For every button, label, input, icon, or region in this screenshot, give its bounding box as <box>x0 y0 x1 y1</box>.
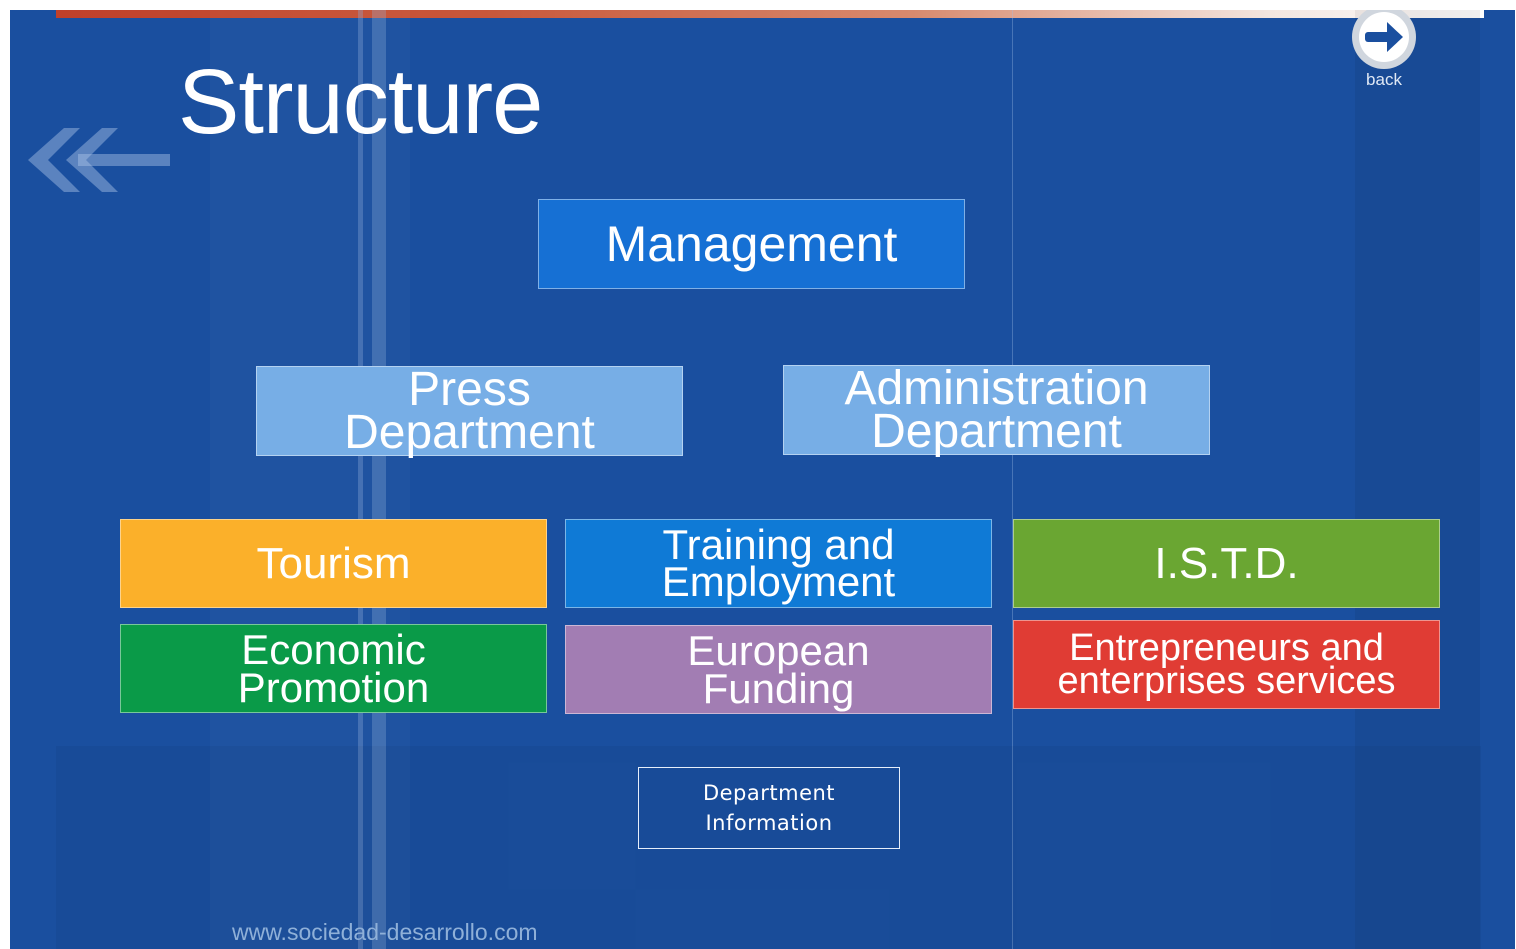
entrepreneurs-services-box[interactable]: Entrepreneurs and enterprises services <box>1013 620 1440 709</box>
economic-promotion-box[interactable]: Economic Promotion <box>120 624 547 713</box>
back-button[interactable]: back <box>1348 10 1448 98</box>
background-stripe <box>372 10 386 949</box>
slide: Structure back Management Press Departme… <box>10 10 1515 949</box>
background-stripe <box>1355 10 1480 949</box>
footer-url[interactable]: www.sociedad-desarrollo.com <box>232 919 538 945</box>
management-box[interactable]: Management <box>538 199 965 289</box>
background-stripe <box>358 10 363 949</box>
double-arrow-left-icon <box>28 128 170 192</box>
press-department-label: Press Department <box>344 362 595 459</box>
department-information-label: Department Information <box>702 780 836 835</box>
back-label: back <box>1366 70 1402 89</box>
press-department-box[interactable]: Press Department <box>256 362 683 459</box>
training-employment-label: Training and Employment <box>661 520 896 605</box>
management-label: Management <box>605 216 898 272</box>
european-funding-box[interactable]: European Funding <box>565 625 992 714</box>
page-title: Structure <box>178 51 543 153</box>
arrow-right-circle-icon <box>1352 10 1416 69</box>
background-stripe <box>1012 10 1013 949</box>
background-panel <box>56 746 1481 949</box>
istd-box[interactable]: I.S.T.D. <box>1013 519 1440 608</box>
economic-promotion-label: Economic Promotion <box>237 625 430 711</box>
administration-department-box[interactable]: Administration Department <box>783 361 1210 458</box>
tourism-box[interactable]: Tourism <box>120 519 547 608</box>
top-accent-bar <box>56 10 1484 18</box>
istd-label: I.S.T.D. <box>1154 538 1299 588</box>
tourism-label: Tourism <box>256 538 411 588</box>
training-employment-box[interactable]: Training and Employment <box>565 519 992 608</box>
administration-department-label: Administration Department <box>844 361 1149 458</box>
entrepreneurs-services-label: Entrepreneurs and enterprises services <box>1057 627 1396 702</box>
european-funding-label: European Funding <box>687 626 870 712</box>
department-information-button[interactable]: Department Information <box>638 767 900 849</box>
